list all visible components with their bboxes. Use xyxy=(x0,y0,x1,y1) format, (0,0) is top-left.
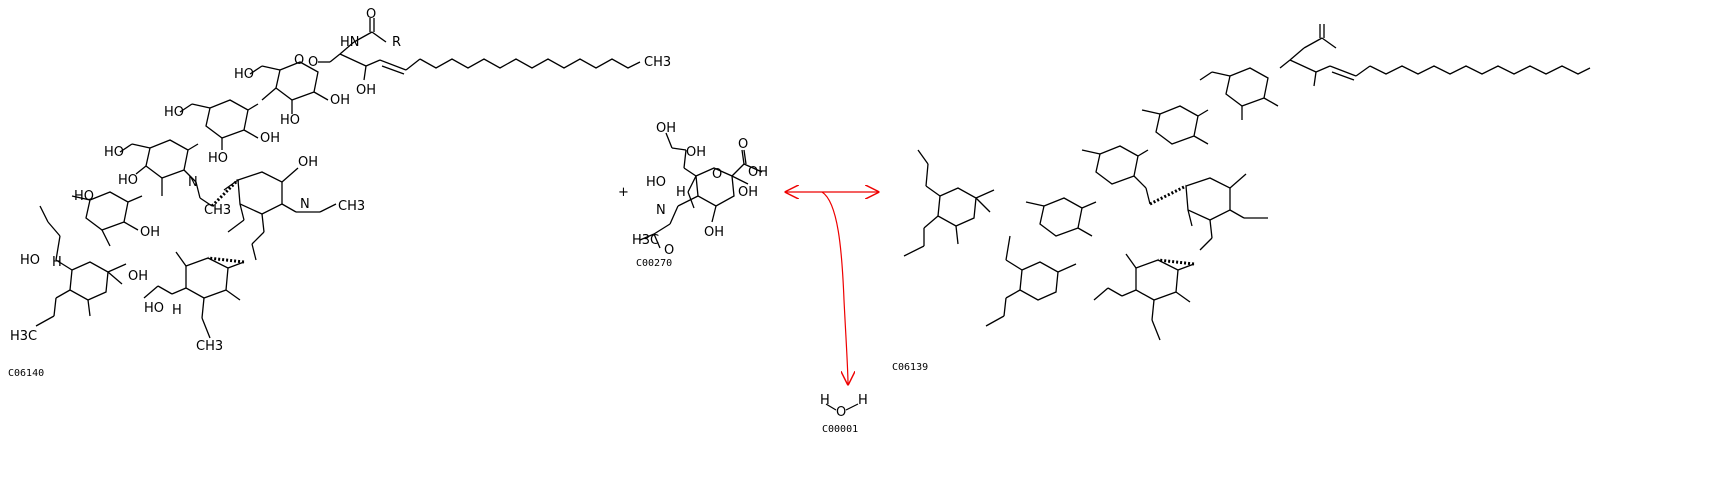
plus-sign: + xyxy=(618,185,629,200)
ho-1-label: HO xyxy=(20,253,40,268)
h-2-label: H xyxy=(172,303,182,318)
c00270-c-o: O xyxy=(738,137,748,152)
c00270-oh-2: OH xyxy=(686,145,706,160)
galnac-nh-label: N xyxy=(188,175,198,190)
ring-o-glc-label: O xyxy=(294,53,304,68)
ho-3-label: HO xyxy=(144,301,164,316)
gal-oh2-label: OH xyxy=(260,131,280,146)
neu-oh-top-label: OH xyxy=(298,155,318,170)
product-id[interactable]: C06139 xyxy=(892,362,928,373)
glc-oh3-label: HO xyxy=(280,113,300,128)
c00270-oh-ring: OH xyxy=(738,185,758,200)
nh-label: HN xyxy=(340,35,360,50)
galnac-oh1-label: HO xyxy=(104,145,124,160)
ho-2-label: OH xyxy=(128,269,148,284)
c00270-amide-o: O xyxy=(664,243,674,258)
c00270-ring-o: O xyxy=(712,167,722,182)
cosubstrate-structure xyxy=(639,132,763,249)
ch3-tail-label: CH3 xyxy=(644,55,671,70)
cosubstrate-id[interactable]: C00270 xyxy=(636,258,672,269)
h3c-1-label: H3C xyxy=(10,329,37,344)
water-h2: H xyxy=(858,393,868,408)
neu-nh-label: N xyxy=(300,197,310,212)
c00270-nh: N xyxy=(656,203,666,218)
water-structure: H O H xyxy=(820,393,868,420)
water-h1: H xyxy=(820,393,830,408)
product-structure xyxy=(903,24,1591,341)
water-o: O xyxy=(836,405,846,420)
c00270-oh-top: OH xyxy=(656,121,676,136)
link-o-cer-label: O xyxy=(308,55,318,70)
substrate-left-id[interactable]: C06140 xyxy=(8,368,44,379)
gal-oh1-label: HO xyxy=(164,105,184,120)
carbonyl-o-label: O xyxy=(366,7,376,22)
c00270-ho-1: HO xyxy=(646,175,666,190)
c00270-h: H xyxy=(676,185,686,200)
glc-oh1-label: HO xyxy=(234,67,254,82)
c00270-cooh: OH xyxy=(748,165,768,180)
glc-oh2-label: OH xyxy=(330,93,350,108)
substrate-left-atoms: O HN R CH3 OH O O HO OH HO HO OH HO HO H… xyxy=(10,7,671,354)
neu-ch3-label: CH3 xyxy=(338,199,365,214)
cosubstrate-atoms: OH OH HO H O O OH OH N OH H3C O xyxy=(632,121,768,258)
substrate-left-structure xyxy=(35,18,641,339)
byproduct-id[interactable]: C00001 xyxy=(822,424,858,435)
reaction-arrow xyxy=(786,192,878,384)
h3c-2-label: CH3 xyxy=(196,339,223,354)
galnac-ch3-label: CH3 xyxy=(204,203,231,218)
h-1-label: H xyxy=(52,255,62,270)
gal2-oh2-label: OH xyxy=(140,225,160,240)
c00270-h3c: H3C xyxy=(632,233,659,248)
gal-oh3-label: HO xyxy=(208,151,228,166)
r-group-label: R xyxy=(392,35,401,50)
oh-sphingo-label: OH xyxy=(356,83,376,98)
gal2-oh1-label: HO xyxy=(74,189,94,204)
galnac-oh2-label: HO xyxy=(118,173,138,188)
c00270-oh-bottom: OH xyxy=(704,225,724,240)
